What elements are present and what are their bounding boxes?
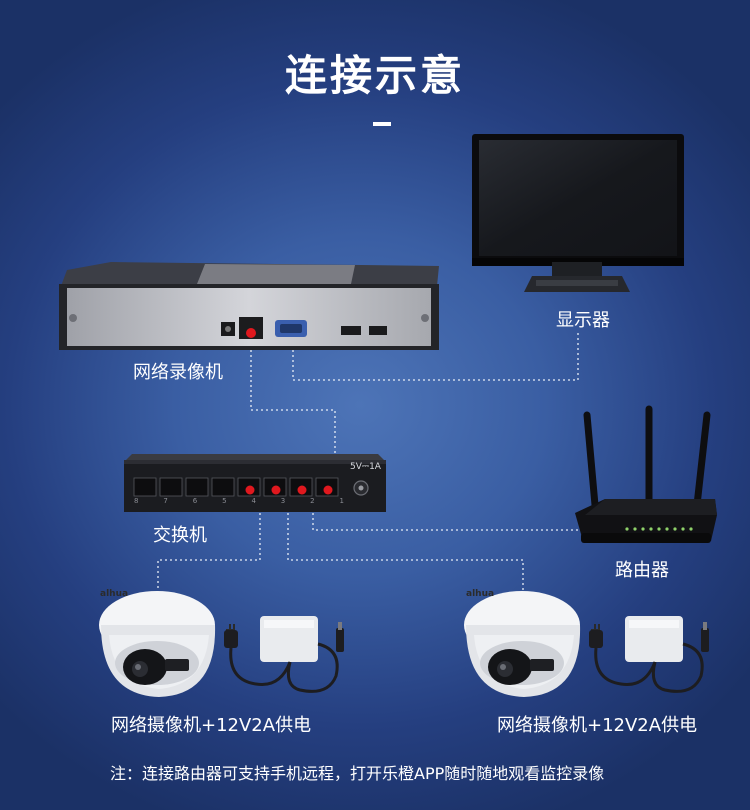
- dome-camera-icon: [460, 585, 590, 705]
- camera-brand-logo: alhua: [466, 589, 494, 599]
- power-adapter-icon: [220, 610, 360, 700]
- router-label: 路由器: [615, 556, 669, 582]
- switch-power-marking: 5V⎓1A: [350, 462, 381, 472]
- monitor-icon: [462, 130, 702, 305]
- switch-label: 交换机: [153, 521, 207, 547]
- camera-brand-logo: alhua: [100, 589, 128, 599]
- port-number: 2: [310, 497, 314, 505]
- port-number: 5: [222, 497, 226, 505]
- switch-port-numbers: 8 7 6 5 4 3 2 1: [134, 497, 344, 505]
- power-adapter-icon: [585, 610, 725, 700]
- port-number: 4: [251, 497, 255, 505]
- camera-left-label: 网络摄像机+12V2A供电: [111, 711, 311, 737]
- port-number: 3: [281, 497, 285, 505]
- nvr-label: 网络录像机: [133, 358, 223, 384]
- nvr-recorder-icon: [55, 262, 445, 354]
- port-number: 7: [163, 497, 167, 505]
- camera-right-label: 网络摄像机+12V2A供电: [497, 711, 697, 737]
- footer-note: 注：连接路由器可支持手机远程，打开乐橙APP随时随地观看监控录像: [110, 760, 604, 784]
- monitor-label: 显示器: [556, 306, 610, 332]
- port-number: 6: [193, 497, 197, 505]
- port-number: 1: [340, 497, 344, 505]
- dome-camera-icon: [95, 585, 225, 705]
- router-icon: [565, 405, 725, 555]
- port-number: 8: [134, 497, 138, 505]
